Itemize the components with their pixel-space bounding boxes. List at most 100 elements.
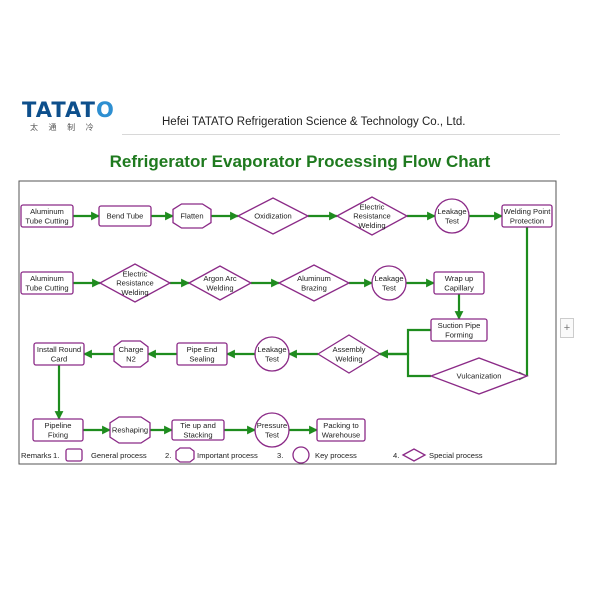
legend-rect-symbol xyxy=(65,448,83,462)
node-label: Stacking xyxy=(183,430,212,439)
node-label: Resistance xyxy=(353,212,391,221)
node-label: Welding xyxy=(121,288,148,297)
remarks-label: Remarks xyxy=(21,451,52,460)
legend-number: 4. xyxy=(393,451,399,460)
node-label: Resistance xyxy=(116,279,154,288)
node-label: Protection xyxy=(510,216,544,225)
node-label: Leakage xyxy=(437,207,466,216)
node-shape-rect xyxy=(501,204,553,228)
company-name: Hefei TATATO Refrigeration Science & Tec… xyxy=(162,116,466,128)
legend-label: Special process xyxy=(429,451,483,460)
node-shape-diamond xyxy=(236,197,310,235)
node-shape-rect xyxy=(98,205,152,227)
node-label: Aluminum xyxy=(30,274,64,283)
node-shape-diamond xyxy=(187,265,253,301)
node-shape-rect xyxy=(171,419,225,441)
node-label: Electric xyxy=(123,270,148,279)
arrow-n14-to-n16 xyxy=(379,328,431,359)
legend-circle-symbol xyxy=(292,446,310,464)
node-label: Aluminum xyxy=(30,207,64,216)
node-shape-circle xyxy=(254,336,290,372)
node-label: Test xyxy=(265,430,280,439)
node-label: Brazing xyxy=(301,283,327,292)
node-label: Aluminum xyxy=(297,274,331,283)
node-label: Reshaping xyxy=(112,426,148,435)
legend-label: Important process xyxy=(197,451,258,460)
flow-node-n3: Flatten xyxy=(172,203,212,229)
node-label: Packing to xyxy=(323,421,358,430)
logo-text-o: O xyxy=(95,98,115,122)
node-label: Bend Tube xyxy=(107,212,144,221)
node-label: Tube Cutting xyxy=(25,283,68,292)
node-label: Capillary xyxy=(444,283,474,292)
node-shape-diamond xyxy=(335,196,409,236)
flow-node-n2: Bend Tube xyxy=(98,205,152,227)
node-label: Welding xyxy=(335,354,362,363)
node-label: Tie up and xyxy=(180,421,216,430)
legend-item-1: 1.General process xyxy=(53,448,147,462)
node-shape-octagon xyxy=(113,340,149,368)
node-shape-circle xyxy=(371,265,407,301)
node-label: Test xyxy=(445,216,460,225)
expand-button[interactable]: + xyxy=(560,318,574,338)
node-label: Warehouse xyxy=(322,430,361,439)
node-shape-octagon xyxy=(172,203,212,229)
chart-title: Refrigerator Evaporator Processing Flow … xyxy=(109,152,491,171)
company-logo: TATATO xyxy=(22,98,115,122)
legend-diamond-symbol xyxy=(401,448,427,462)
node-shape-diamond xyxy=(429,357,529,395)
flow-node-n22: Reshaping xyxy=(109,416,151,444)
node-label: Argon Arc xyxy=(203,274,237,283)
node-label: Suction Pipe xyxy=(438,321,481,330)
node-shape-diamond xyxy=(98,263,172,303)
legend-label: Key process xyxy=(315,451,357,460)
legend-number: 3. xyxy=(277,451,283,460)
node-shape-rect xyxy=(176,342,228,366)
node-label: Oxidization xyxy=(254,212,292,221)
node-label: Leakage xyxy=(257,345,286,354)
legend-number: 1. xyxy=(53,451,59,460)
node-shape-rect xyxy=(20,271,74,295)
node-label: Welding xyxy=(358,221,385,230)
node-label: Install Round xyxy=(37,345,81,354)
node-label: Test xyxy=(382,283,397,292)
node-label: Assembly xyxy=(333,345,366,354)
node-label: Flatten xyxy=(180,212,203,221)
node-label: Vulcanization xyxy=(457,372,502,381)
node-shape-circle xyxy=(254,412,290,448)
node-label: Sealing xyxy=(189,354,214,363)
node-label: N2 xyxy=(126,354,136,363)
node-label: Welding xyxy=(206,283,233,292)
node-shape-rect xyxy=(20,204,74,228)
node-label: Tube Cutting xyxy=(25,216,68,225)
node-label: Pressure xyxy=(257,421,287,430)
legend-octagon-symbol xyxy=(175,447,195,463)
node-shape-circle xyxy=(434,198,470,234)
arrow-n15-to-n16 xyxy=(379,349,431,378)
node-label: Card xyxy=(51,354,67,363)
node-shape-rect xyxy=(430,318,488,342)
legend-item-4: 4. Special process xyxy=(393,448,483,462)
node-shape-octagon xyxy=(109,416,151,444)
flow-node-n15: Vulcanization xyxy=(429,357,529,395)
flow-node-n4: Oxidization xyxy=(236,197,310,235)
node-label: Electric xyxy=(360,203,385,212)
node-shape-rect xyxy=(316,418,366,442)
logo-text: TATAT xyxy=(22,98,96,122)
node-shape-diamond xyxy=(316,334,382,374)
